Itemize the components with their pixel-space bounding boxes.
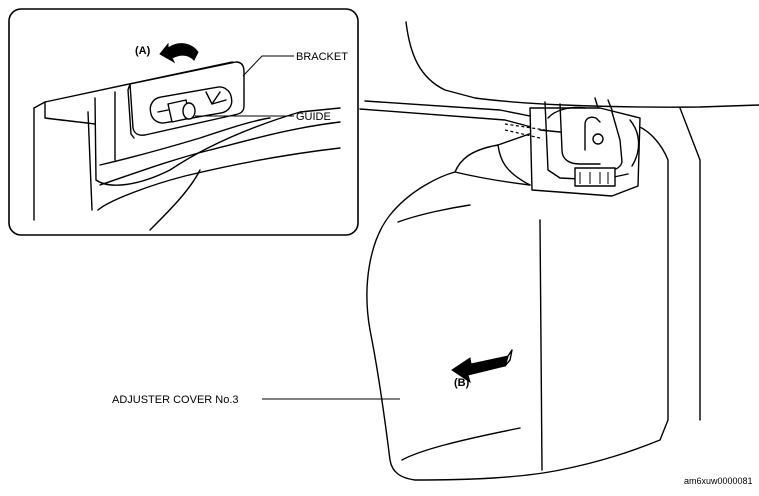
label-arrow-b: (B) (454, 377, 470, 389)
inset-guide-pin (157, 99, 196, 123)
straight-arrow-icon (451, 349, 513, 384)
guide-dashed-line (504, 123, 546, 131)
seat-panel-illustration (359, 21, 759, 481)
curved-arrow-icon (159, 42, 199, 64)
figure-code: am6xuw0000081 (684, 476, 753, 486)
label-bracket: BRACKET (296, 51, 348, 63)
label-arrow-a: (A) (135, 45, 151, 57)
bracket-assembly (529, 97, 641, 197)
label-guide: GUIDE (296, 111, 331, 123)
adjuster-cover-body (366, 124, 669, 481)
inset-detail (8, 8, 359, 236)
bracket-leader-line (242, 55, 294, 77)
label-adjuster-cover: ADJUSTER COVER No.3 (112, 394, 239, 406)
